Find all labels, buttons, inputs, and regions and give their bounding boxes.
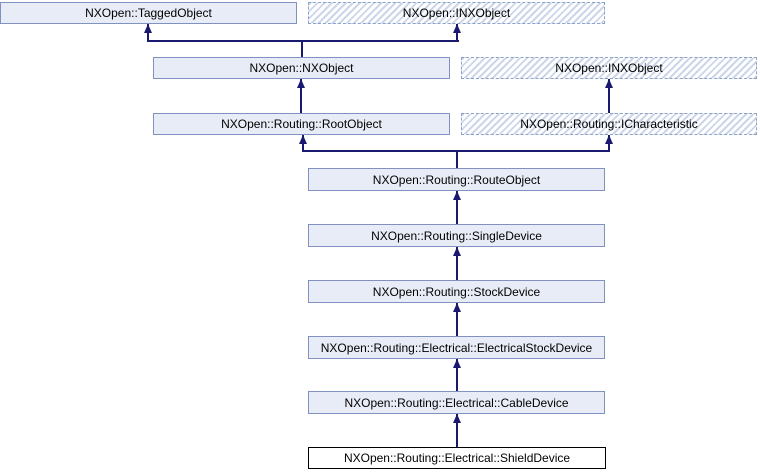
class-node-routeobject[interactable]: NXOpen::Routing::RouteObject [308,168,605,191]
inheritance-edge-line [147,40,459,42]
arrowhead-icon [297,79,305,88]
class-node-shielddevice-current: NXOpen::Routing::Electrical::ShieldDevic… [308,447,606,469]
arrowhead-icon [453,24,461,33]
inheritance-edge-line [456,247,458,280]
inheritance-edge-line [456,303,458,336]
inheritance-edge-line [302,150,610,152]
class-node-stockdevice[interactable]: NXOpen::Routing::StockDevice [308,280,605,303]
inheritance-edge-line [456,359,458,391]
inheritance-edge-line [456,191,458,224]
class-node-rootobject[interactable]: NXOpen::Routing::RootObject [153,113,450,135]
class-node-singledevice[interactable]: NXOpen::Routing::SingleDevice [308,224,605,247]
arrowhead-icon [453,303,461,312]
arrowhead-icon [605,135,613,144]
class-node-taggedobject[interactable]: NXOpen::TaggedObject [0,2,297,24]
arrowhead-icon [605,79,613,88]
class-node-inxobject-top: NXOpen::INXObject [308,2,605,24]
class-node-icharacteristic: NXOpen::Routing::ICharacteristic [461,113,757,135]
arrowhead-icon [453,191,461,200]
inheritance-edge-line [456,151,458,168]
arrowhead-icon [144,24,152,33]
class-node-cabledevice[interactable]: NXOpen::Routing::Electrical::CableDevice [308,391,605,414]
arrowhead-icon [453,247,461,256]
class-node-nxobject[interactable]: NXOpen::NXObject [153,57,450,79]
inheritance-edge-line [147,24,149,42]
class-node-inxobject-mid: NXOpen::INXObject [461,57,757,79]
arrowhead-icon [453,414,461,423]
inheritance-edge-line [300,79,302,113]
class-node-electricalstockdevice[interactable]: NXOpen::Routing::Electrical::ElectricalS… [308,336,605,359]
inheritance-edge-line [608,79,610,113]
arrowhead-icon [299,135,307,144]
inheritance-edge-line [301,41,303,57]
inheritance-edge-line [456,24,458,42]
inheritance-edge-line [456,414,458,447]
arrowhead-icon [453,359,461,368]
